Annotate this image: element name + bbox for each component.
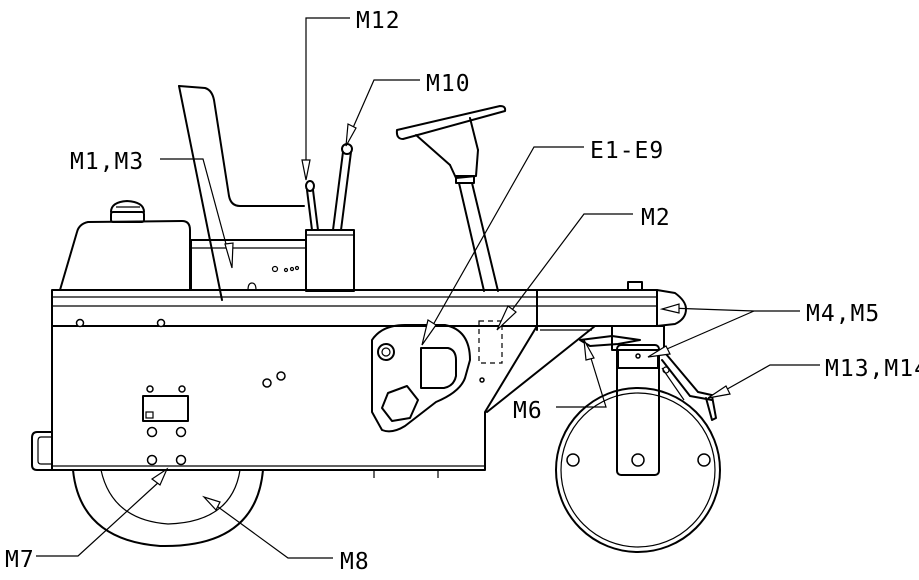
label-e1-e9: E1-E9 xyxy=(590,138,664,164)
cover-plate xyxy=(371,320,503,433)
label-m7: M7 xyxy=(5,547,35,573)
label-m13-m14: M13,M14 xyxy=(825,356,919,382)
operator-seat xyxy=(178,85,305,301)
control-levers xyxy=(305,143,355,292)
engine-box xyxy=(190,239,307,291)
callout-labels: M12 M10 M1,M3 E1-E9 M2 M4,M5 M13,M14 M6 … xyxy=(5,8,919,575)
label-m4-m5: M4,M5 xyxy=(806,301,880,327)
label-m10: M10 xyxy=(426,71,471,97)
label-m8: M8 xyxy=(340,549,370,575)
label-m1-m3: M1,M3 xyxy=(70,149,144,175)
label-m12: M12 xyxy=(356,8,401,34)
leader-lines xyxy=(36,17,820,559)
front-drum xyxy=(555,325,721,553)
steering-wheel xyxy=(395,105,507,292)
rear-drum xyxy=(72,469,264,548)
label-m2: M2 xyxy=(641,205,671,231)
side-panel-details xyxy=(142,371,286,466)
chassis-frame xyxy=(31,281,687,478)
fuel-tank xyxy=(59,200,191,291)
label-m6: M6 xyxy=(513,398,543,424)
